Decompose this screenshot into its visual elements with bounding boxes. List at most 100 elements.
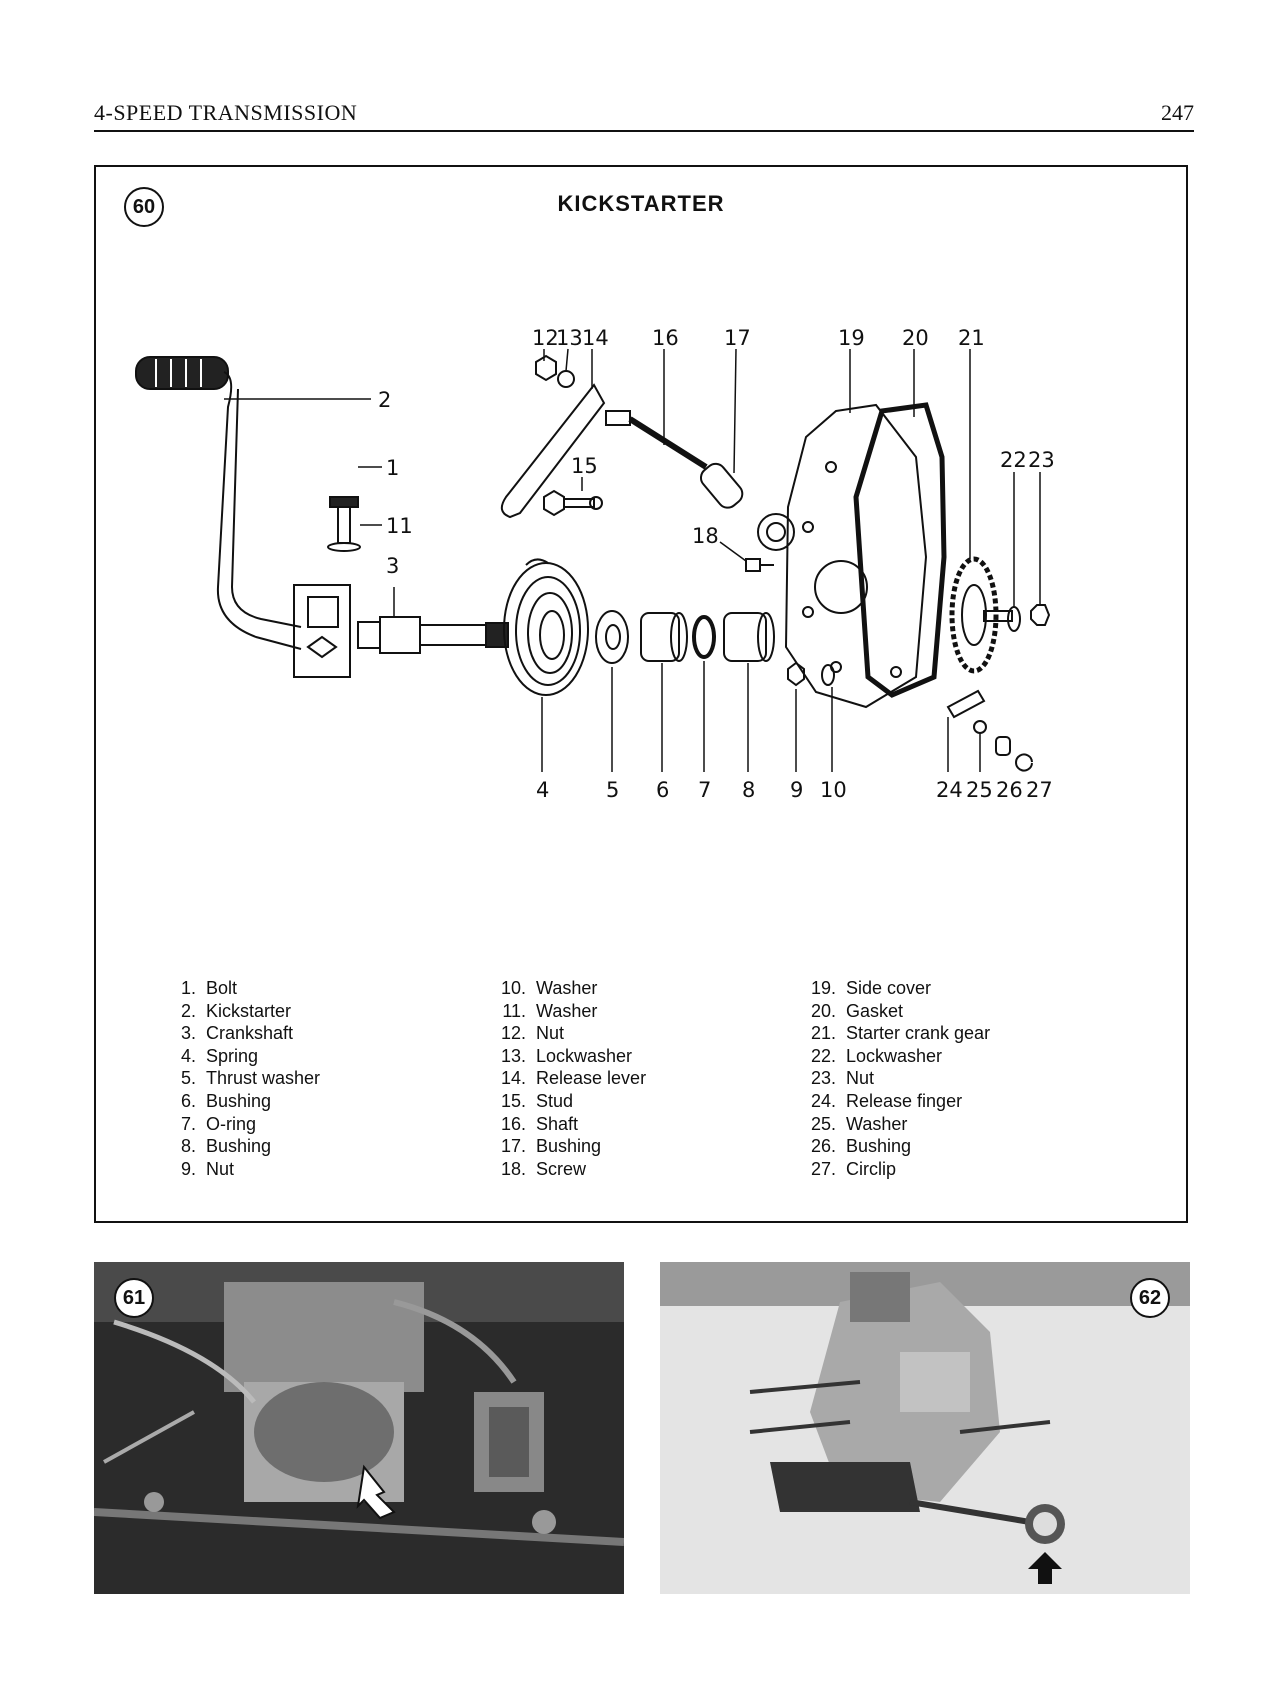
legend-item: 25. Washer [796, 1113, 990, 1136]
shaft-part [605, 410, 708, 470]
legend-item-number: 27. [810, 1158, 836, 1179]
legend-item-number: 11. [502, 1000, 526, 1021]
legend-item: 20. Gasket [796, 1000, 990, 1023]
callout-17: 17 [724, 326, 751, 350]
washer-11-part [327, 542, 361, 552]
legend-item: 19. Side cover [796, 977, 990, 1000]
legend-item: 11.Washer [486, 1000, 646, 1023]
kickstarter-arm-part [135, 356, 302, 650]
legend-item-label: Shaft [536, 1113, 579, 1134]
legend-item-label: Thrust washer [206, 1068, 321, 1089]
legend-item-number: 25. [810, 1113, 836, 1134]
circlip-part [1015, 753, 1033, 772]
callout-20: 20 [902, 326, 929, 350]
figure-61-badge: 61 [114, 1278, 154, 1318]
callout-2: 2 [378, 388, 391, 412]
washer-10-part [821, 664, 835, 686]
legend-item-number: 20. [810, 1000, 836, 1021]
callout-6: 6 [656, 778, 669, 802]
figure-62-badge: 62 [1130, 1278, 1170, 1318]
release-finger-part [946, 689, 986, 719]
legend-item: 26.Bushing [796, 1135, 990, 1158]
legend-item-label: Crankshaft [206, 1023, 294, 1044]
legend-item-label: Release lever [536, 1068, 647, 1089]
legend-item: 17. Bushing [486, 1135, 646, 1158]
legend-item-number: 18. [500, 1158, 526, 1179]
legend-item-label: Lockwasher [846, 1045, 943, 1066]
legend-item-label: Bolt [206, 978, 238, 998]
legend-item-number: 17. [500, 1136, 526, 1157]
bushing-26-part [995, 736, 1011, 756]
lockwasher-13-part [557, 370, 575, 388]
legend-item: 15.Stud [486, 1090, 646, 1113]
legend-item-number: 10. [500, 978, 526, 998]
legend-item: 9.Nut [156, 1158, 320, 1181]
legend-item: 3. Crankshaft [156, 1022, 320, 1045]
legend-item: 7.O-ring [156, 1113, 320, 1136]
nut-12-part [535, 354, 557, 382]
leader-lines [224, 348, 1041, 772]
legend-item-label: Bushing [206, 1090, 272, 1111]
starter-crank-gear-part [949, 556, 1013, 674]
spring-part [503, 558, 589, 696]
callout-27: 27 [1026, 778, 1053, 802]
legend-item: 14. Release lever [486, 1067, 646, 1090]
legend-item-label: Nut [536, 1023, 565, 1044]
callout-9: 9 [790, 778, 803, 802]
legend-item-label: Bushing [536, 1136, 602, 1157]
legend-item: 24.Release finger [796, 1090, 990, 1113]
legend-item-number: 3. [180, 1023, 196, 1044]
callout-labels: 1 2 3 4 5 6 7 8 9 10 11 12 13 14 15 16 1… [378, 326, 1055, 802]
legend-item: 6.Bushing [156, 1090, 320, 1113]
callout-13: 13 [556, 326, 583, 350]
legend-item: 16. Shaft [486, 1113, 646, 1136]
bushing-6-part [640, 612, 688, 662]
nut-9-part [787, 661, 805, 687]
legend-item-number: 2. [180, 1000, 196, 1021]
callout-25: 25 [966, 778, 993, 802]
callout-7: 7 [698, 778, 711, 802]
legend-item-label: Side cover [846, 978, 932, 998]
callout-12: 12 [532, 326, 559, 350]
legend-item-label: Bushing [206, 1136, 272, 1157]
legend-item-number: 8. [180, 1136, 196, 1157]
bushing-8-part [723, 612, 775, 662]
legend-item-number: 7. [180, 1113, 196, 1134]
callout-8: 8 [742, 778, 755, 802]
legend-item: 21.Starter crank gear [796, 1022, 990, 1045]
legend-item-label: Gasket [846, 1000, 904, 1021]
callout-23: 23 [1028, 448, 1055, 472]
callout-24: 24 [936, 778, 963, 802]
callout-16: 16 [652, 326, 679, 350]
stud-part [543, 489, 603, 517]
legend-item-label: Nut [206, 1158, 235, 1179]
legend-item: 23.Nut [796, 1067, 990, 1090]
callout-15: 15 [571, 454, 598, 478]
legend-item-label: Release finger [846, 1090, 963, 1111]
legend-item: 12.Nut [486, 1022, 646, 1045]
legend-item: 8. Bushing [156, 1135, 320, 1158]
legend-item-label: Lockwasher [536, 1045, 633, 1066]
legend-item: 13.Lockwasher [486, 1045, 646, 1068]
side-cover-part [757, 403, 928, 709]
callout-11: 11 [386, 514, 413, 538]
thrust-washer-part [595, 610, 629, 664]
crankshaft-part [357, 616, 509, 654]
callout-5: 5 [606, 778, 619, 802]
legend-item: 22.Lockwasher [796, 1045, 990, 1068]
legend-item-number: 19. [810, 978, 836, 998]
legend-item-number: 16. [500, 1113, 526, 1134]
figure-60-box: 60 KICKSTARTER [94, 165, 1188, 1223]
legend-item-label: Starter crank gear [846, 1023, 991, 1044]
legend-item-number: 14. [500, 1068, 526, 1089]
legend-item-label: Washer [846, 1113, 908, 1134]
legend-item-label: Screw [536, 1158, 587, 1179]
legend-item: 2.Kickstarter [156, 1000, 320, 1023]
lockwasher-22-part [1007, 606, 1021, 632]
legend-item-label: Bushing [846, 1136, 912, 1157]
callout-21: 21 [958, 326, 985, 350]
legend-item: 4.Spring [156, 1045, 320, 1068]
figure-61-photo: 61 [94, 1262, 624, 1594]
